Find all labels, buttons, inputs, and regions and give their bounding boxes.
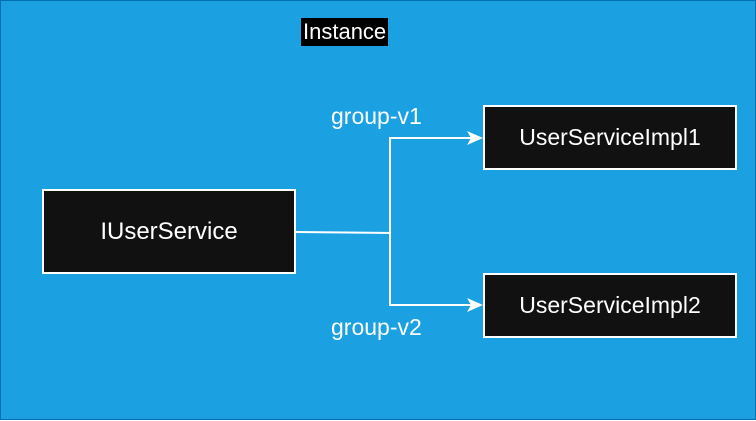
arrowhead-impl1 bbox=[467, 131, 483, 145]
node-iuserservice: IUserService bbox=[42, 189, 296, 274]
edge-label-group-v2: group-v2 bbox=[331, 314, 422, 340]
edge-to-impl1 bbox=[389, 137, 471, 233]
node-userserviceimpl2: UserServiceImpl2 bbox=[483, 273, 737, 338]
diagram-title: Instance bbox=[301, 18, 389, 46]
arrowhead-impl2 bbox=[467, 298, 483, 312]
edge-to-impl2 bbox=[389, 233, 471, 306]
edge-label-group-v1: group-v1 bbox=[331, 103, 422, 129]
edge-source-to-branch bbox=[295, 231, 391, 234]
node-userserviceimpl1: UserServiceImpl1 bbox=[483, 105, 737, 170]
